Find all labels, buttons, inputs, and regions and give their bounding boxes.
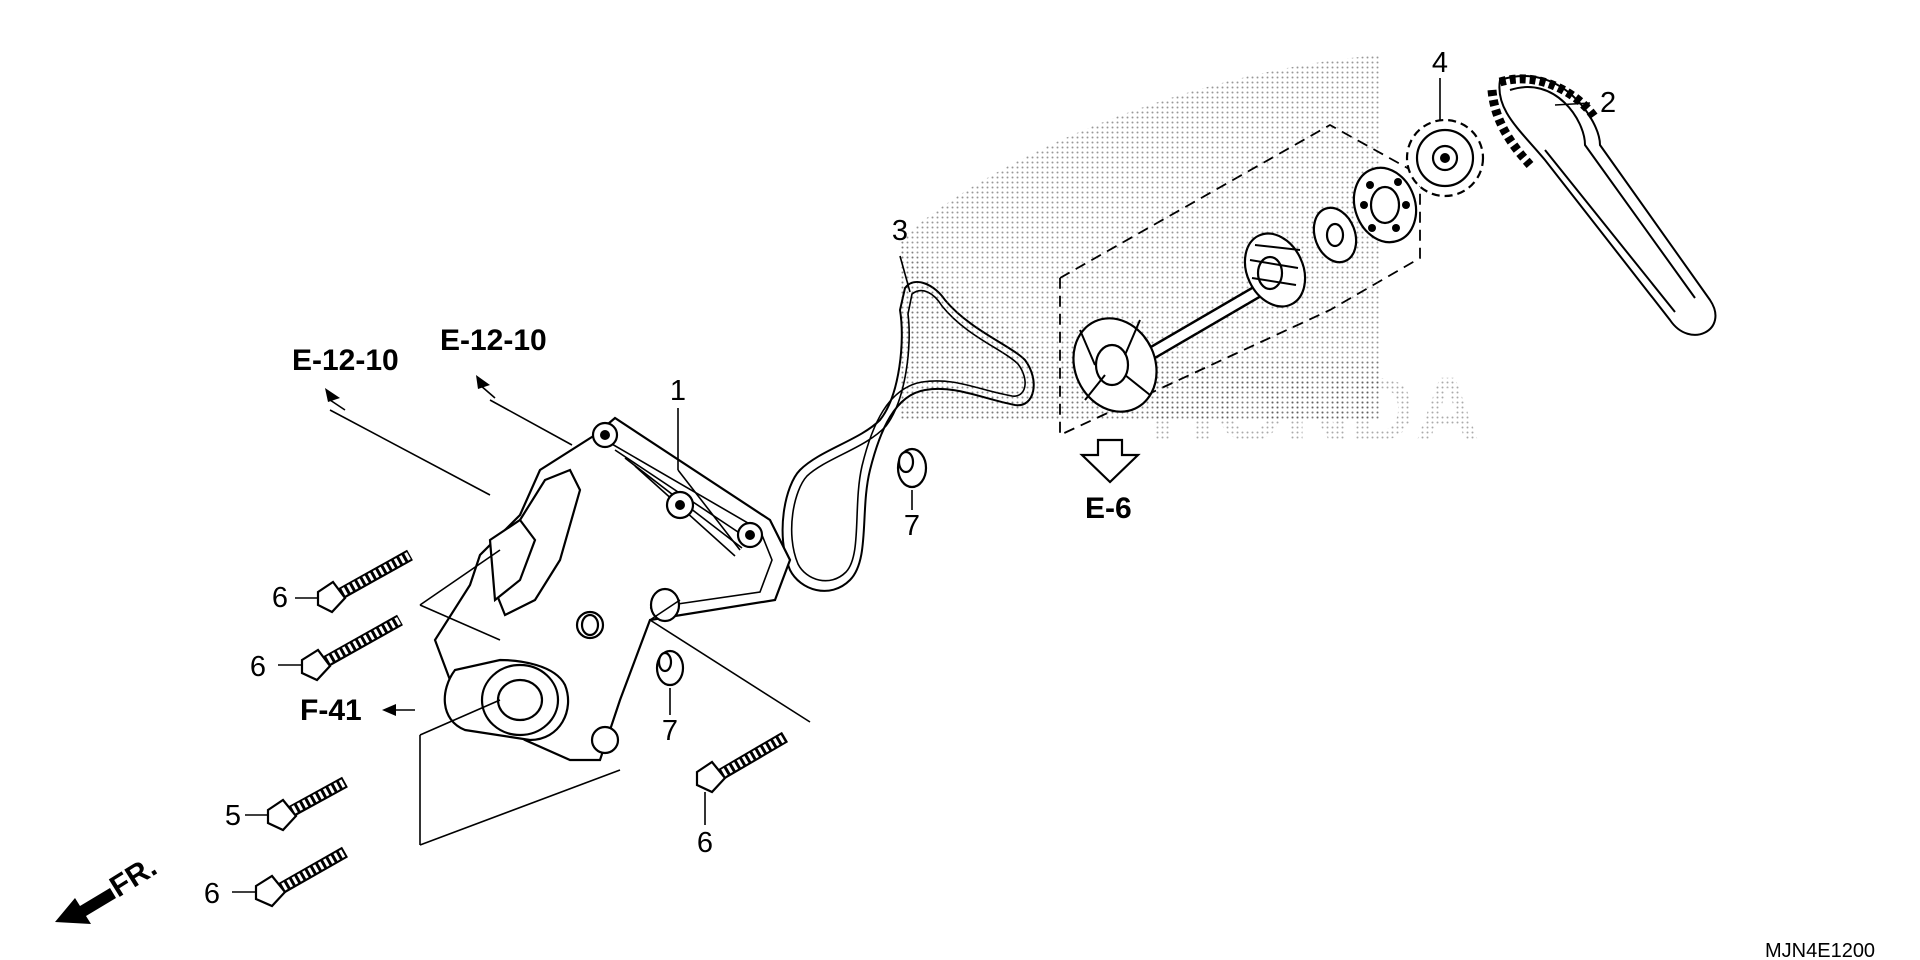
- hollow-down-arrow-icon: [1079, 438, 1141, 484]
- callout-2: 2: [1600, 87, 1616, 119]
- callout-6b: 6: [250, 651, 266, 683]
- callout-7b: 7: [662, 715, 678, 747]
- callout-3: 3: [892, 215, 908, 247]
- callout-6a: 6: [272, 582, 288, 614]
- pump-impeller-assembly: [1072, 166, 1418, 413]
- ref-arrow-icon: [325, 375, 496, 716]
- callout-6c: 6: [697, 827, 713, 859]
- callout-1: 1: [670, 375, 686, 407]
- exploded-view-box: [1059, 123, 1421, 437]
- bolt-6c: [254, 846, 348, 908]
- dowel-pin-lower: [655, 649, 685, 687]
- pump-drive-sprocket: [1405, 118, 1485, 198]
- callout-7a: 7: [904, 510, 920, 542]
- dowel-pin-upper: [896, 447, 928, 489]
- callout-6d: 6: [204, 878, 220, 910]
- watermark-text: HONDA: [1150, 360, 1480, 460]
- watermark-stipple: [900, 55, 1380, 420]
- callout-4: 4: [1432, 47, 1448, 79]
- front-direction-arrow-icon: [55, 888, 116, 924]
- bolt-6d: [695, 731, 789, 794]
- bolt-6b: [300, 614, 403, 682]
- ref-e-12-10-left: E-12-10: [292, 344, 399, 377]
- ref-f-41: F-41: [300, 694, 362, 727]
- callout-5: 5: [225, 800, 241, 832]
- bolt-6a: [316, 549, 413, 614]
- ref-e-12-10-right: E-12-10: [440, 324, 547, 357]
- bolt-5: [266, 776, 348, 832]
- pump-cover-o-ring: [781, 281, 1035, 592]
- water-pump-cover: [433, 416, 792, 762]
- diagram-code: MJN4E1200: [1765, 940, 1875, 960]
- pump-drive-chain: [1487, 74, 1717, 336]
- ref-e-6: E-6: [1085, 492, 1132, 525]
- leader-lines: [232, 78, 1591, 893]
